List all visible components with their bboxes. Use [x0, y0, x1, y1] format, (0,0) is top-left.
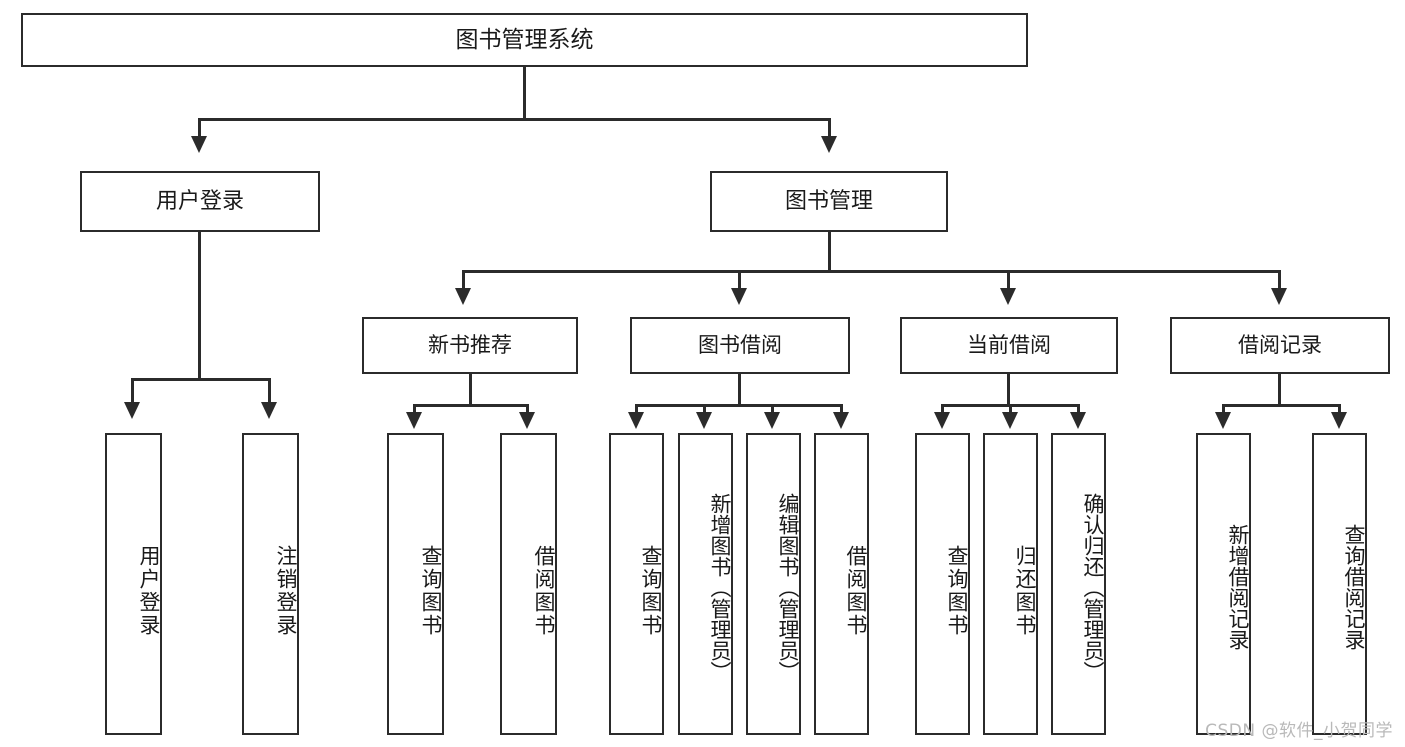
node-label: 图书管理系统	[455, 26, 594, 53]
edge-current-borrow-stem	[1007, 374, 1010, 406]
node-label: 借阅图书	[532, 545, 556, 637]
leaf-nb-query-book[interactable]: 查询图书	[387, 433, 444, 735]
edge-level2-bus	[462, 270, 1280, 273]
node-label: 当前借阅	[967, 333, 1051, 358]
edge-drop-book-borrow	[738, 270, 741, 290]
node-label: 新书推荐	[428, 333, 512, 358]
arrowhead-nb-leaf-2	[519, 412, 535, 429]
arrowhead-leaf-user-login	[124, 402, 140, 419]
edge-drop-nb-leaf-2	[526, 404, 529, 414]
arrowhead-new-book	[455, 288, 471, 305]
node-label: 注销登录	[274, 545, 298, 637]
edge-new-book-bus	[413, 404, 528, 407]
node-user-login[interactable]: 用户登录	[80, 171, 320, 232]
node-label: 新增借阅记录	[1226, 524, 1250, 650]
edge-drop-cb-leaf-2	[1009, 404, 1012, 414]
edge-root-bus	[198, 118, 831, 121]
arrowhead-leaf-logout	[261, 402, 277, 419]
node-label: 查询图书	[945, 545, 969, 637]
leaf-user-login[interactable]: 用户登录	[105, 433, 162, 735]
node-label: 归还图书	[1013, 545, 1037, 637]
csdn-watermark: CSDN @软件_小贺同学	[1205, 721, 1393, 741]
leaf-bb-add-book-admin[interactable]: 新增图书（管理员）	[678, 433, 733, 735]
arrowhead-bb-leaf-1	[628, 412, 644, 429]
arrowhead-cb-leaf-1	[934, 412, 950, 429]
leaf-bb-borrow-book[interactable]: 借阅图书	[814, 433, 869, 735]
node-label: 用户登录	[155, 188, 244, 214]
edge-book-borrow-stem	[738, 374, 741, 406]
edge-drop-bb-leaf-2	[703, 404, 706, 414]
edge-book-management-stem	[828, 232, 831, 272]
arrowhead-br-leaf-2	[1331, 412, 1347, 429]
node-label: 借阅图书	[844, 545, 868, 637]
node-label: 确认归还（管理员）	[1081, 492, 1105, 682]
arrowhead-cb-leaf-2	[1002, 412, 1018, 429]
node-label: 查询借阅记录	[1342, 524, 1366, 650]
node-label: 编辑图书（管理员）	[776, 492, 800, 682]
arrowhead-borrow-records	[1271, 288, 1287, 305]
node-label: 图书管理	[784, 188, 873, 214]
node-label: 图书借阅	[698, 333, 782, 358]
node-label: 用户登录	[137, 545, 161, 637]
arrowhead-user-login	[191, 136, 207, 153]
leaf-cb-return-book[interactable]: 归还图书	[983, 433, 1038, 735]
node-label: 查询图书	[639, 545, 663, 637]
edge-book-borrow-bus	[635, 404, 842, 407]
edge-drop-bb-leaf-4	[840, 404, 843, 414]
leaf-cb-confirm-return-admin[interactable]: 确认归还（管理员）	[1051, 433, 1106, 735]
arrowhead-bb-leaf-4	[833, 412, 849, 429]
edge-drop-book-management	[828, 118, 831, 138]
edge-drop-cb-leaf-1	[941, 404, 944, 414]
edge-drop-borrow-records	[1278, 270, 1281, 290]
leaf-logout[interactable]: 注销登录	[242, 433, 299, 735]
edge-new-book-stem	[469, 374, 472, 406]
arrowhead-br-leaf-1	[1215, 412, 1231, 429]
node-label: 新增图书（管理员）	[708, 492, 732, 682]
edge-drop-leaf-user-login	[131, 378, 134, 404]
node-label: 查询图书	[419, 545, 443, 637]
edge-user-login-stem	[198, 232, 201, 380]
edge-borrow-records-bus	[1222, 404, 1340, 407]
edge-drop-bb-leaf-3	[771, 404, 774, 414]
edge-drop-br-leaf-1	[1222, 404, 1225, 414]
node-book-management[interactable]: 图书管理	[710, 171, 948, 232]
node-root-book-management-system[interactable]: 图书管理系统	[21, 13, 1028, 67]
edge-drop-br-leaf-2	[1338, 404, 1341, 414]
edge-root-stem	[523, 67, 526, 120]
edge-drop-user-login	[198, 118, 201, 138]
edge-user-login-bus	[131, 378, 270, 381]
node-book-borrow[interactable]: 图书借阅	[630, 317, 850, 374]
edge-drop-bb-leaf-1	[635, 404, 638, 414]
node-current-borrow[interactable]: 当前借阅	[900, 317, 1118, 374]
node-new-book-recommend[interactable]: 新书推荐	[362, 317, 578, 374]
edge-drop-current-borrow	[1007, 270, 1010, 290]
arrowhead-bb-leaf-2	[696, 412, 712, 429]
arrowhead-current-borrow	[1000, 288, 1016, 305]
arrowhead-bb-leaf-3	[764, 412, 780, 429]
node-borrow-records[interactable]: 借阅记录	[1170, 317, 1390, 374]
edge-drop-new-book	[462, 270, 465, 290]
edge-drop-cb-leaf-3	[1077, 404, 1080, 414]
node-label: 借阅记录	[1238, 333, 1322, 358]
leaf-cb-query-book[interactable]: 查询图书	[915, 433, 970, 735]
edge-drop-leaf-logout	[268, 378, 271, 404]
leaf-bb-edit-book-admin[interactable]: 编辑图书（管理员）	[746, 433, 801, 735]
arrowhead-book-borrow	[731, 288, 747, 305]
leaf-bb-query-book[interactable]: 查询图书	[609, 433, 664, 735]
arrowhead-nb-leaf-1	[406, 412, 422, 429]
arrowhead-cb-leaf-3	[1070, 412, 1086, 429]
edge-drop-nb-leaf-1	[413, 404, 416, 414]
leaf-nb-borrow-book[interactable]: 借阅图书	[500, 433, 557, 735]
arrowhead-book-management	[821, 136, 837, 153]
leaf-br-query-record[interactable]: 查询借阅记录	[1312, 433, 1367, 735]
leaf-br-add-record[interactable]: 新增借阅记录	[1196, 433, 1251, 735]
edge-borrow-records-stem	[1278, 374, 1281, 406]
